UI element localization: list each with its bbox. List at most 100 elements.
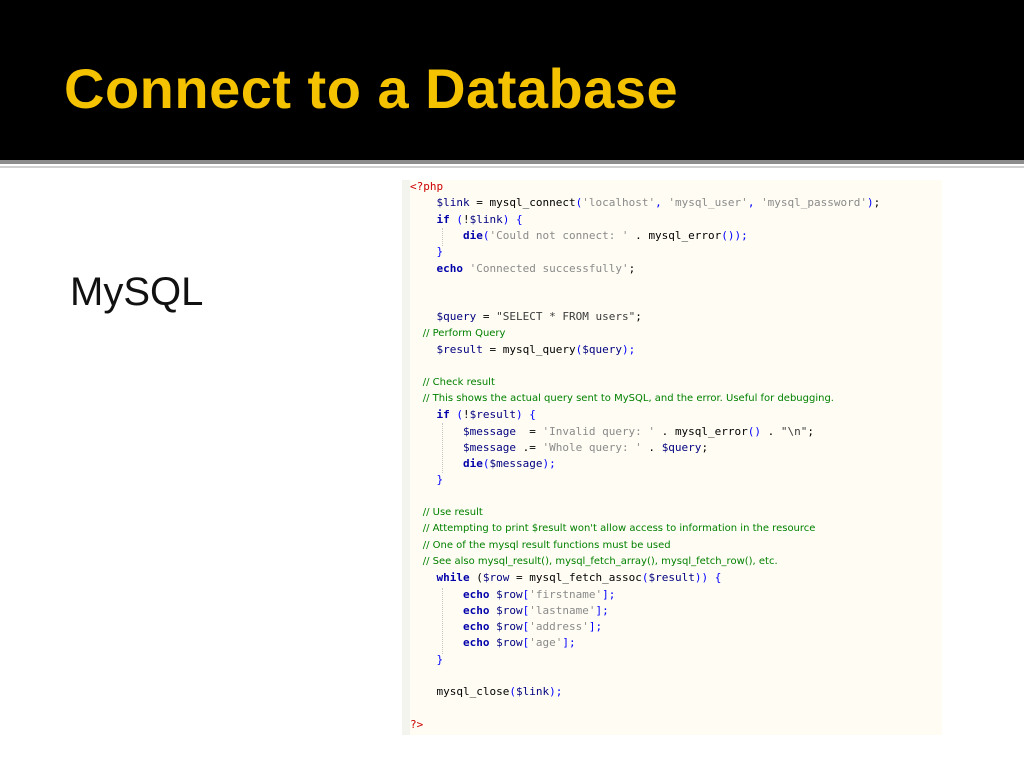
code-token: $query <box>661 440 702 454</box>
code-line: $link = mysql_connect('localhost', 'mysq… <box>410 195 881 211</box>
bullet-text: MySQL <box>70 270 204 314</box>
code-token: // Check result <box>422 376 495 388</box>
code-token: 'Could not connect: ' <box>489 228 629 242</box>
code-token: $result <box>648 571 695 585</box>
code-line: echo 'Connected successfully'; <box>410 261 636 277</box>
code-line: // Use result <box>410 505 483 521</box>
code-token: 'age' <box>529 636 563 650</box>
code-line: if (!$result) { <box>410 407 536 423</box>
code-token: ( <box>509 685 516 699</box>
code-token: ; <box>701 440 709 454</box>
code-token <box>410 328 423 339</box>
indent-guide <box>442 588 444 654</box>
code-token: [ <box>522 620 530 634</box>
code-token: . <box>641 440 662 454</box>
code-token <box>410 473 437 486</box>
code-token <box>410 540 423 551</box>
code-token: ]; <box>595 603 609 617</box>
code-token: $row <box>496 620 523 634</box>
code-token: ; <box>628 261 636 275</box>
code-token: 'Invalid query: ' <box>542 424 656 438</box>
code-token <box>410 685 437 698</box>
code-token: $query <box>436 310 477 324</box>
code-token: } <box>436 652 444 666</box>
code-token: .= <box>515 440 543 454</box>
code-token: $row <box>496 636 523 650</box>
code-token: . <box>655 424 675 438</box>
code-token: die <box>462 457 483 471</box>
code-token: echo <box>436 261 464 275</box>
code-token: } <box>436 473 444 487</box>
code-token: $query <box>582 343 622 356</box>
code-token: echo <box>462 603 490 617</box>
code-token: ) { <box>515 408 536 422</box>
code-token <box>410 196 437 209</box>
code-token: = <box>476 310 497 324</box>
code-line: echo $row['address']; <box>410 619 602 635</box>
code-line: ?> <box>410 717 423 733</box>
code-line: // See also mysql_result(), mysql_fetch_… <box>410 554 778 570</box>
header-divider <box>0 160 1024 164</box>
code-token: ( <box>575 196 583 210</box>
indent-guide <box>442 228 444 246</box>
code-token <box>410 343 437 356</box>
code-token <box>410 523 423 534</box>
code-token <box>410 604 463 617</box>
code-token: mysql_close <box>436 685 510 699</box>
code-token <box>410 229 463 242</box>
code-token: ( <box>449 212 463 226</box>
code-token <box>410 393 423 404</box>
code-token: ! <box>463 408 470 422</box>
code-token: echo <box>462 587 490 601</box>
code-token: $message <box>489 457 543 471</box>
code-line: echo $row['firstname']; <box>410 587 615 603</box>
code-token <box>410 653 437 666</box>
code-line: if (!$link) { <box>410 212 523 228</box>
code-token: // Attempting to print $result won't all… <box>422 523 816 535</box>
code-token <box>410 245 437 258</box>
code-token: , <box>747 196 762 210</box>
code-line: $message = 'Invalid query: ' . mysql_err… <box>410 424 814 440</box>
code-token: $message <box>462 424 516 438</box>
code-token: echo <box>462 636 490 650</box>
code-token: ; <box>807 424 815 438</box>
code-token <box>410 636 463 649</box>
code-token: $result <box>436 343 483 356</box>
code-line: } <box>410 472 444 488</box>
code-token: <?php <box>410 180 444 193</box>
code-token <box>410 310 437 323</box>
code-token: "\n" <box>780 424 808 438</box>
code-token: ) <box>867 196 874 210</box>
code-line: // This shows the actual query sent to M… <box>410 391 834 407</box>
code-token: ( <box>469 571 483 585</box>
code-token: 'localhost' <box>582 196 656 210</box>
code-token: // One of the mysql result functions mus… <box>422 539 671 551</box>
code-token <box>410 507 423 518</box>
code-token: . <box>628 228 649 242</box>
code-line: } <box>410 652 444 668</box>
code-line: echo $row['lastname']; <box>410 603 609 619</box>
code-token: ) { <box>502 212 523 226</box>
indent-guide <box>442 423 444 473</box>
code-token: if <box>436 212 450 226</box>
code-token: die <box>462 228 483 242</box>
code-token: = <box>482 343 503 356</box>
code-token <box>410 213 437 226</box>
code-token: = <box>509 571 530 585</box>
code-line: // Perform Query <box>410 326 506 342</box>
code-token: $row <box>482 571 510 585</box>
code-token: $link <box>515 685 550 699</box>
code-token: ()); <box>721 228 748 242</box>
code-token: [ <box>522 636 530 650</box>
code-token: 'Connected successfully' <box>469 261 629 275</box>
code-token: mysql_connect <box>489 196 576 210</box>
code-token <box>410 556 423 567</box>
code-line: <?php <box>410 179 443 195</box>
code-token: $message <box>462 440 516 454</box>
code-line: echo $row['age']; <box>410 635 576 651</box>
code-line: die('Could not connect: ' . mysql_error(… <box>410 228 748 244</box>
code-token: // See also mysql_result(), mysql_fetch_… <box>422 555 778 567</box>
code-token: 'lastname' <box>529 603 596 617</box>
code-token <box>410 377 423 388</box>
code-token: mysql_query <box>502 343 576 356</box>
